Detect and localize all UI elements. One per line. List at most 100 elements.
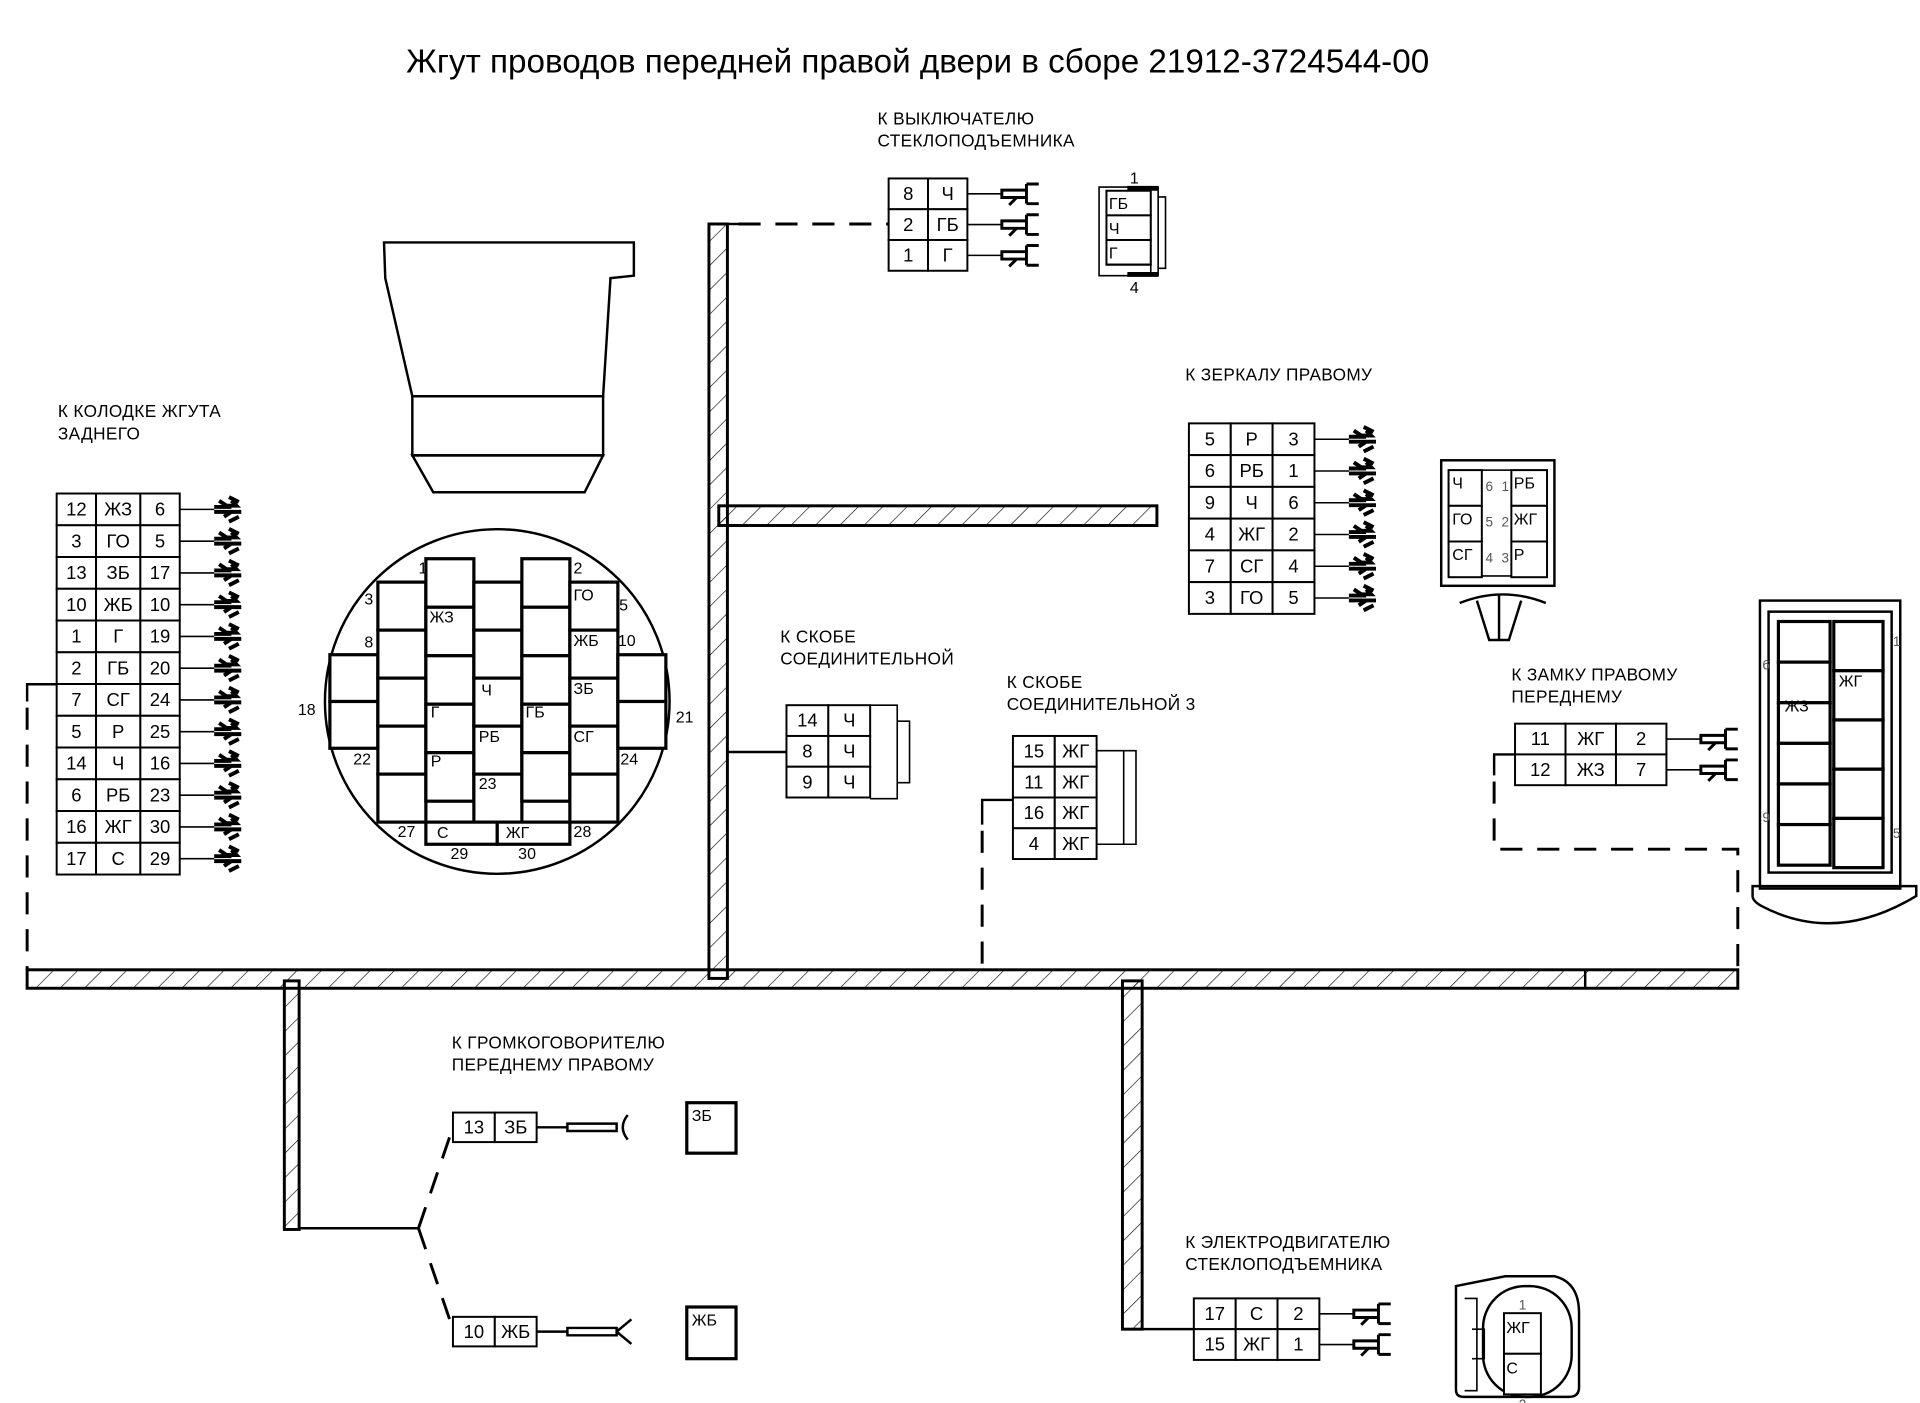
table-cell: 1 [71, 626, 81, 647]
table-cell: 7 [1205, 555, 1215, 576]
table-cell: 15 [1204, 1334, 1225, 1355]
switch-label: СТЕКЛОПОДЪЕМНИКА [878, 130, 1075, 150]
round-connector-face [323, 527, 671, 876]
round-face-label: ЗБ [574, 681, 594, 698]
round-face-label: 29 [450, 846, 468, 863]
table-cell: 15 [1024, 740, 1045, 761]
mirror-face-pin: 2 [1502, 515, 1510, 530]
table-cell: ГО [1240, 587, 1263, 608]
table-cell: 29 [150, 848, 171, 869]
speaker-pin-label: ЖБ [692, 1312, 717, 1329]
table-cell: 6 [1288, 492, 1298, 513]
table-cell: ЖГ [1243, 1334, 1270, 1355]
pin-cavity [376, 580, 428, 632]
harness-mirror-branch [717, 504, 1159, 527]
table-cell: 25 [150, 721, 171, 742]
lock-face-pin: 5 [1893, 826, 1901, 841]
table-cell: 1 [1288, 460, 1298, 481]
pin-cavity [376, 724, 428, 776]
mirror-face-pin: 5 [1486, 515, 1494, 530]
table-cell: 3 [71, 530, 81, 551]
table-cell: ЖГ [1062, 740, 1089, 761]
round-face-label: 8 [364, 634, 373, 651]
table-cell: ЖГ [1062, 771, 1089, 792]
round-face-label: ГО [574, 588, 594, 605]
round-face-label: 22 [353, 751, 371, 768]
harness-motor-branch [1120, 979, 1144, 1331]
table-cell: ЖГ [1238, 524, 1265, 545]
table-cell: 19 [150, 626, 171, 647]
table-cell: 17 [66, 848, 87, 869]
motor-label: К ЭЛЕКТРОДВИГАТЕЛЮ [1185, 1232, 1390, 1252]
table-cell: 2 [71, 657, 81, 678]
mirror-label: К ЗЕРКАЛУ ПРАВОМУ [1185, 364, 1373, 384]
table-cell: ЗБ [504, 1116, 527, 1137]
pin-cavity [520, 557, 572, 609]
pin-cavity [376, 676, 428, 728]
table-cell: ГБ [937, 214, 959, 235]
switch-face-color: Г [1109, 245, 1118, 262]
motor-connector-face: ЖГС12 [1454, 1275, 1581, 1403]
bracket-label: К СКОБЕ [780, 626, 856, 646]
table-cell: СГ [107, 689, 130, 710]
table-cell: Ч [112, 753, 124, 774]
table-cell: 9 [1205, 492, 1215, 513]
pin-cavity [568, 772, 620, 824]
table-cell: Р [112, 721, 124, 742]
table-cell: Ч [843, 771, 855, 792]
round-face-label: ЖГ [506, 825, 530, 842]
table-cell: 10 [464, 1321, 485, 1342]
table-cell: 4 [1029, 833, 1039, 854]
pin-cavity [520, 654, 572, 706]
table-row: 15 ЖГ [1011, 734, 1098, 768]
table-cell: 8 [802, 740, 812, 761]
pin-cavity [472, 772, 524, 824]
round-face-label: 21 [676, 709, 694, 726]
table-cell: 16 [150, 753, 171, 774]
rear-label: ЗАДНЕГО [58, 423, 140, 443]
round-face-label: 2 [574, 561, 583, 578]
pin-cavity [568, 580, 620, 632]
lock-label: ПЕРЕДНЕМУ [1511, 687, 1623, 707]
harness-vertical-bar [707, 222, 729, 980]
speaker-pin-label: ЗБ [692, 1108, 712, 1125]
lock-face-color: ЖГ [1839, 674, 1863, 691]
bracket3-label: СОЕДИНИТЕЛЬНОЙ 3 [1007, 694, 1196, 714]
table-cell: 2 [1293, 1303, 1303, 1324]
table-cell: 11 [1531, 728, 1550, 749]
table-cell: Ч [843, 710, 855, 731]
mirror-face-pin: 6 [1486, 479, 1494, 494]
table-cell: ЖЗ [104, 499, 132, 520]
table-cell: 1 [1293, 1334, 1303, 1355]
table-cell: СГ [1240, 555, 1263, 576]
table-cell: 12 [66, 499, 87, 520]
lock-face-pin: 6 [1762, 658, 1770, 673]
speaker-label: К ГРОМКОГОВОРИТЕЛЮ [452, 1033, 665, 1053]
table-cell: 2 [1636, 728, 1646, 749]
mirror-face-color: Р [1514, 547, 1525, 564]
table-cell: 7 [1636, 759, 1646, 780]
table-cell: ЖБ [501, 1321, 530, 1342]
pin-cavity [472, 628, 524, 680]
pin-cavity [424, 654, 476, 706]
table-cell: Г [113, 626, 123, 647]
